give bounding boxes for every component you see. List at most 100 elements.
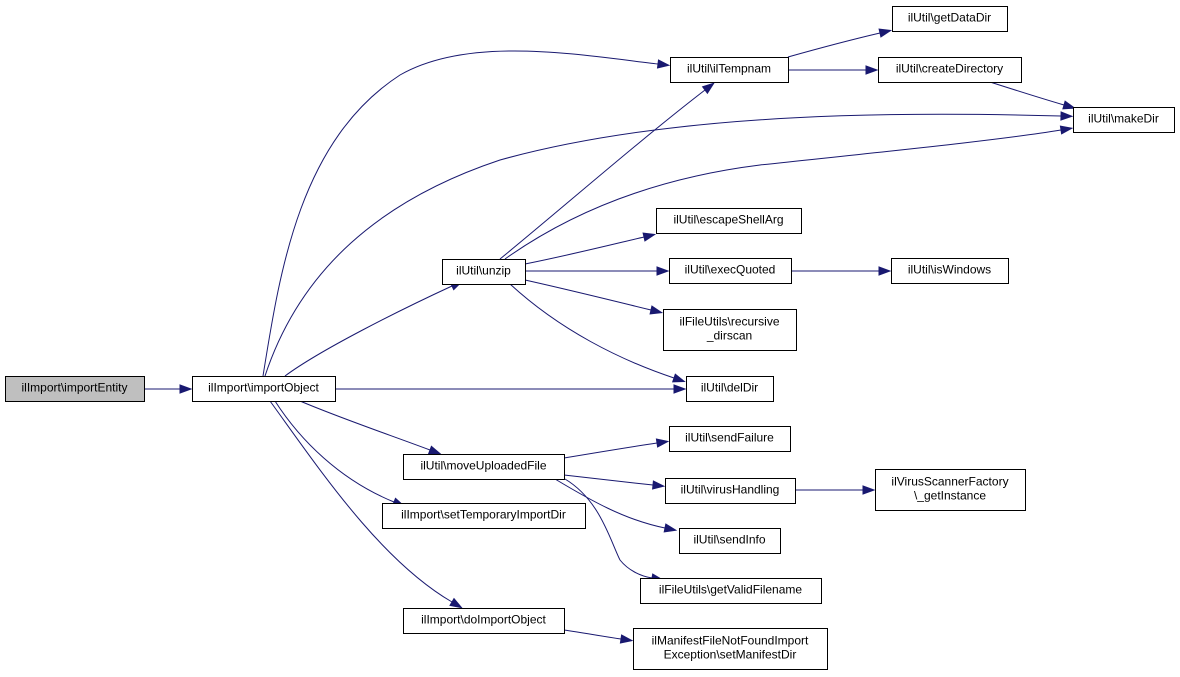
node-label: ilManifestFileNotFoundImport (652, 634, 809, 648)
node-box (663, 309, 797, 351)
node-isWindows[interactable]: ilUtil\isWindows (891, 258, 1009, 284)
edge-importObject-to-moveUploadedFile (299, 400, 442, 455)
node-getDataDir[interactable]: ilUtil\getDataDir (892, 6, 1008, 32)
node-label: _dirscan (706, 329, 752, 343)
call-nodes: ilImport\importEntity ilImport\importObje… (5, 6, 1175, 670)
node-box (442, 259, 526, 285)
node-box (878, 57, 1022, 83)
edge-line (299, 400, 431, 451)
node-label: ilImport\importEntity (21, 381, 127, 395)
arrowhead (673, 384, 687, 394)
edge-importEntity-to-importObject (144, 384, 193, 394)
edge-line (524, 279, 652, 311)
edge-importObject-to-makeDir (264, 111, 1074, 377)
node-escapeShellArg[interactable]: ilUtil\escapeShellArg (656, 208, 802, 234)
node-box (669, 258, 792, 284)
node-doImportObject[interactable]: ilImport\doImportObject (403, 608, 565, 634)
edge-line (269, 400, 453, 603)
edge-ilTempnam-to-createDirectory (788, 65, 879, 75)
node-box (656, 208, 802, 234)
node-box (670, 57, 789, 83)
arrowhead (449, 597, 463, 609)
edge-ilTempnam-to-getDataDir (787, 28, 893, 58)
node-label: ilUtil\makeDir (1088, 112, 1159, 126)
node-box (686, 376, 774, 402)
node-sendFailure[interactable]: ilUtil\sendFailure (669, 426, 791, 452)
node-box (5, 376, 145, 402)
arrowhead (656, 266, 670, 276)
node-setManifestDir[interactable]: ilManifestFileNotFoundImportException\se… (633, 628, 828, 670)
arrowhead (656, 59, 671, 69)
node-execQuoted[interactable]: ilUtil\execQuoted (669, 258, 792, 284)
node-label: ilFileUtils\recursive (679, 315, 779, 329)
arrowhead (649, 305, 664, 315)
node-makeDir[interactable]: ilUtil\makeDir (1073, 107, 1175, 133)
edge-line (787, 32, 881, 58)
node-box (403, 454, 565, 480)
arrowhead (642, 232, 657, 242)
node-delDir[interactable]: ilUtil\delDir (686, 376, 774, 402)
arrowhead (179, 384, 193, 394)
node-setTemporaryImportDir[interactable]: ilImport\setTemporaryImportDir (382, 503, 586, 529)
node-label: ilUtil\escapeShellArg (673, 213, 783, 227)
node-label: ilImport\importObject (208, 381, 319, 395)
node-box (665, 478, 796, 504)
node-label: ilUtil\ilTempnam (687, 62, 771, 76)
node-box (382, 503, 586, 529)
call-edges (144, 28, 1077, 644)
node-label: ilUtil\moveUploadedFile (420, 459, 546, 473)
node-label: ilUtil\execQuoted (685, 263, 776, 277)
arrowhead (663, 523, 678, 533)
arrowhead (619, 634, 634, 644)
edge-virusHandling-to-getInstance (795, 485, 876, 495)
node-box (875, 469, 1026, 511)
edge-line (499, 89, 706, 260)
edge-line (262, 50, 659, 377)
node-label: ilImport\doImportObject (421, 613, 546, 627)
edge-line (563, 474, 654, 486)
arrowhead (862, 485, 876, 495)
node-recursive_dirscan[interactable]: ilFileUtils\recursive_dirscan (663, 309, 797, 351)
node-box (403, 608, 565, 634)
node-label: ilUtil\sendFailure (685, 431, 774, 445)
edge-importObject-to-ilTempnam (262, 50, 671, 377)
arrowhead (1062, 100, 1077, 110)
node-label: ilUtil\delDir (701, 381, 758, 395)
node-label: ilUtil\createDirectory (896, 62, 1003, 76)
node-box (669, 426, 791, 452)
node-createDirectory[interactable]: ilUtil\createDirectory (878, 57, 1022, 83)
node-getValidFilename[interactable]: ilFileUtils\getValidFilename (640, 578, 822, 604)
node-label: ilImport\setTemporaryImportDir (401, 508, 566, 522)
edge-createDirectory-to-makeDir (989, 81, 1077, 110)
node-ilTempnam[interactable]: ilUtil\ilTempnam (670, 57, 789, 83)
node-importEntity: ilImport\importEntity (5, 376, 145, 402)
node-box (192, 376, 336, 402)
node-unzip[interactable]: ilUtil\unzip (442, 259, 526, 285)
arrowhead (865, 65, 879, 75)
edge-doImportObject-to-setManifestDir (563, 629, 634, 644)
node-box (640, 578, 822, 604)
arrowhead (652, 480, 666, 490)
edge-moveUploadedFile-to-virusHandling (563, 474, 666, 490)
node-importObject[interactable]: ilImport\importObject (192, 376, 336, 402)
node-getInstance[interactable]: ilVirusScannerFactory\_getInstance (875, 469, 1026, 511)
edge-line (504, 129, 1062, 260)
node-label: ilUtil\isWindows (908, 263, 991, 277)
node-label: ilUtil\getDataDir (908, 11, 991, 25)
arrowhead (878, 28, 893, 38)
node-box (891, 258, 1009, 284)
node-box (1073, 107, 1175, 133)
edge-importObject-to-doImportObject (269, 400, 463, 609)
node-moveUploadedFile[interactable]: ilUtil\moveUploadedFile (403, 454, 565, 480)
edge-unzip-to-ilTempnam (499, 82, 715, 260)
node-box (633, 628, 828, 670)
node-virusHandling[interactable]: ilUtil\virusHandling (665, 478, 796, 504)
edge-unzip-to-execQuoted (525, 266, 670, 276)
node-label: \_getInstance (914, 489, 986, 503)
edge-importObject-to-unzip (284, 280, 464, 377)
node-sendInfo[interactable]: ilUtil\sendInfo (679, 528, 781, 554)
edge-line (509, 283, 675, 379)
edge-importObject-to-delDir (335, 384, 687, 394)
edge-line (274, 400, 395, 503)
